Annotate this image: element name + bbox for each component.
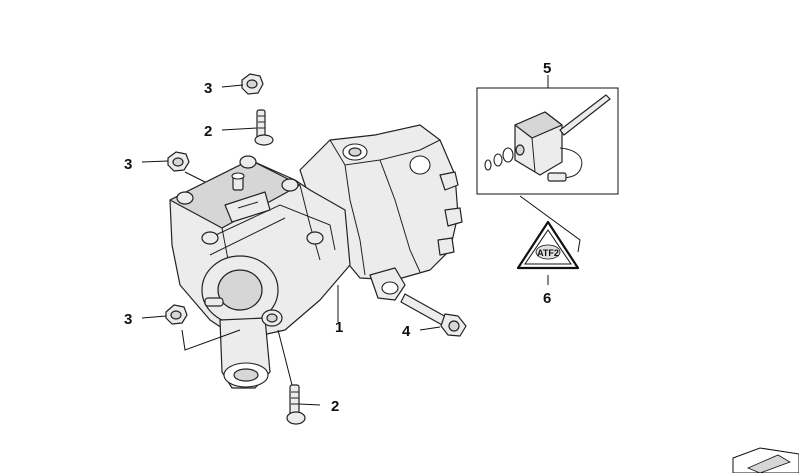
callout-3-mid: 3 [124, 156, 132, 173]
nut-bottom [165, 304, 188, 325]
bolt-4 [400, 293, 467, 337]
sensor-detail-box [476, 87, 619, 195]
leader-lines [141, 75, 581, 406]
bolt-bottom [286, 384, 306, 425]
callout-3-bottom: 3 [124, 311, 132, 328]
callout-3-top: 3 [204, 80, 212, 97]
callout-4: 4 [402, 323, 411, 340]
bolt-top [254, 109, 274, 146]
warning-label-text: ATF2 [537, 248, 559, 258]
nut-top [241, 73, 264, 95]
page-corner-icon[interactable] [732, 447, 799, 473]
callout-1: 1 [335, 319, 343, 336]
callout-6: 6 [543, 290, 551, 307]
atf-warning-label: ATF2 [516, 220, 580, 270]
steering-gear-housing [169, 124, 463, 389]
callout-2-top: 2 [204, 123, 212, 140]
callout-2-bottom: 2 [331, 398, 339, 415]
callout-5: 5 [543, 60, 551, 77]
nut-middle [167, 151, 190, 172]
